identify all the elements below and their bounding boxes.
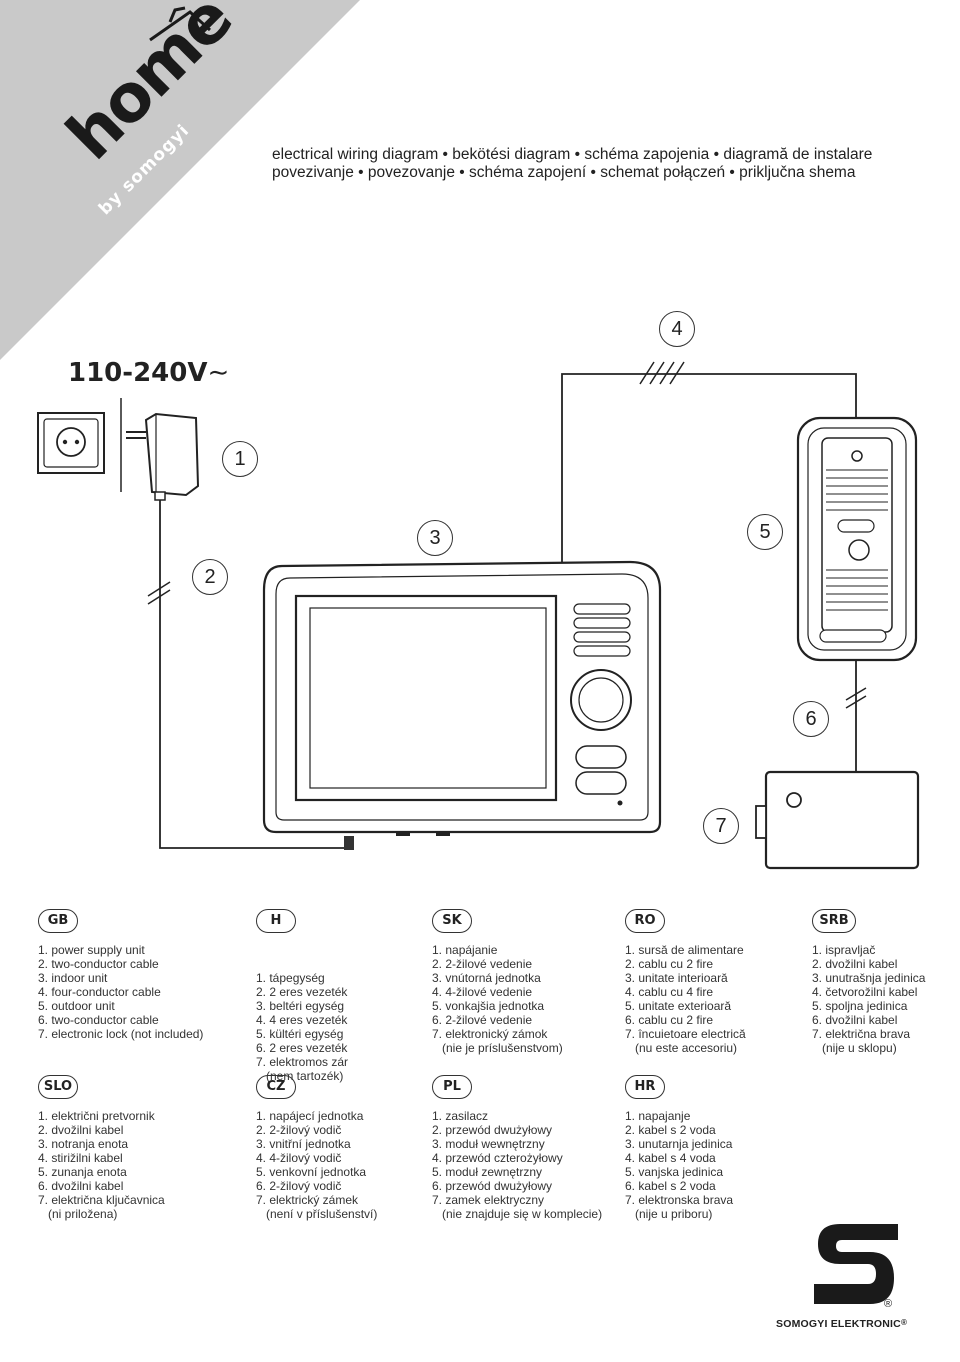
somogyi-logo-icon	[814, 1224, 898, 1304]
callout-4: 4	[659, 311, 695, 347]
company-name: SOMOGYI ELEKTRONIC®	[776, 1318, 908, 1330]
lang-tag: H	[256, 909, 296, 933]
indoor-monitor-unit	[262, 560, 662, 836]
callout-2: 2	[192, 559, 228, 595]
corner-banner	[0, 0, 360, 360]
lang-tag: GB	[38, 909, 78, 933]
lang-tag: SK	[432, 909, 472, 933]
voltage-label: 110-240V∼	[68, 358, 230, 388]
wiring-diagram	[37, 361, 920, 870]
callout-6: 6	[793, 701, 829, 737]
electric-lock-unit	[755, 770, 920, 870]
power-adapter-icon	[126, 412, 200, 501]
page-title-line2: povezivanje • povezovanje • schéma zapoj…	[272, 164, 856, 181]
callout-3: 3	[417, 520, 453, 556]
registered-mark: ®	[884, 1298, 893, 1310]
lang-tag: RO	[625, 909, 665, 933]
lang-tag: HR	[625, 1075, 665, 1099]
callout-5: 5	[747, 514, 783, 550]
lang-tag: SRB	[812, 909, 856, 933]
wall-socket-icon	[37, 412, 105, 474]
callout-7: 7	[703, 808, 739, 844]
lang-tag: CZ	[256, 1075, 296, 1099]
page-title-line1: electrical wiring diagram • bekötési dia…	[272, 146, 873, 163]
lang-tag: SLO	[38, 1075, 78, 1099]
outdoor-door-station	[796, 416, 918, 662]
lang-tag: PL	[432, 1075, 472, 1099]
callout-1: 1	[222, 441, 258, 477]
